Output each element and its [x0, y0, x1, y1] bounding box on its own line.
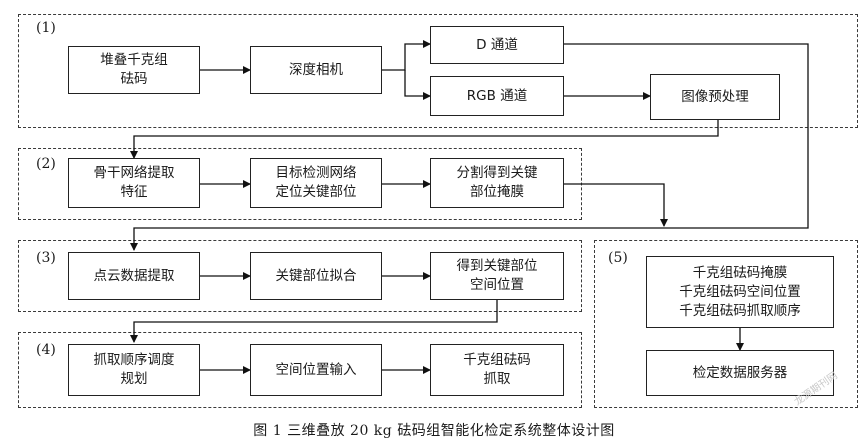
arrow-camera-to-d — [382, 40, 431, 71]
node-rgb-channel: RGB 通道 — [430, 76, 564, 116]
group-4-box — [18, 332, 582, 408]
figure-caption: 图 1 三维叠放 20 kg 砝码组智能化检定系统整体设计图 — [253, 423, 615, 439]
node-fitting: 关键部位拟合 — [250, 252, 382, 300]
node-grab-schedule: 抓取顺序调度 规划 — [68, 344, 200, 396]
group-4-label: (4) — [36, 342, 56, 358]
node-detection: 目标检测网络 定位关键部位 — [250, 158, 382, 208]
node-spatial-position: 得到关键部位 空间位置 — [430, 252, 564, 300]
group-3-label: (3) — [36, 250, 56, 266]
arrow-segment-down — [564, 183, 668, 227]
node-grab: 千克组砝码 抓取 — [430, 344, 564, 396]
group-2-label: (2) — [36, 156, 56, 172]
node-segmentation: 分割得到关键 部位掩膜 — [430, 158, 564, 208]
arrow-camera-to-rgb — [404, 70, 431, 100]
arrow-spatial-to-schedule — [130, 300, 498, 343]
node-stacked-weights: 堆叠千克组 砝码 — [68, 46, 200, 94]
group-3-box — [18, 240, 582, 312]
arrow-preprocess-to-backbone — [130, 120, 719, 159]
node-backbone: 骨干网络提取 特征 — [68, 158, 200, 208]
node-data-server: 检定数据服务器 — [646, 350, 834, 396]
group-1-box — [18, 14, 858, 128]
node-d-channel: D 通道 — [430, 26, 564, 64]
node-pointcloud: 点云数据提取 — [68, 252, 200, 300]
group-5-box — [594, 240, 858, 408]
group-1-label: (1) — [36, 20, 56, 36]
node-results: 千克组砝码掩膜 千克组砝码空间位置 千克组砝码抓取顺序 — [646, 256, 834, 328]
node-image-preprocess: 图像预处理 — [650, 74, 780, 120]
group-5-label: (5) — [608, 250, 628, 266]
arrow-d-to-pointcloud — [130, 43, 809, 251]
node-position-input: 空间位置输入 — [250, 344, 382, 396]
node-depth-camera: 深度相机 — [250, 46, 382, 94]
